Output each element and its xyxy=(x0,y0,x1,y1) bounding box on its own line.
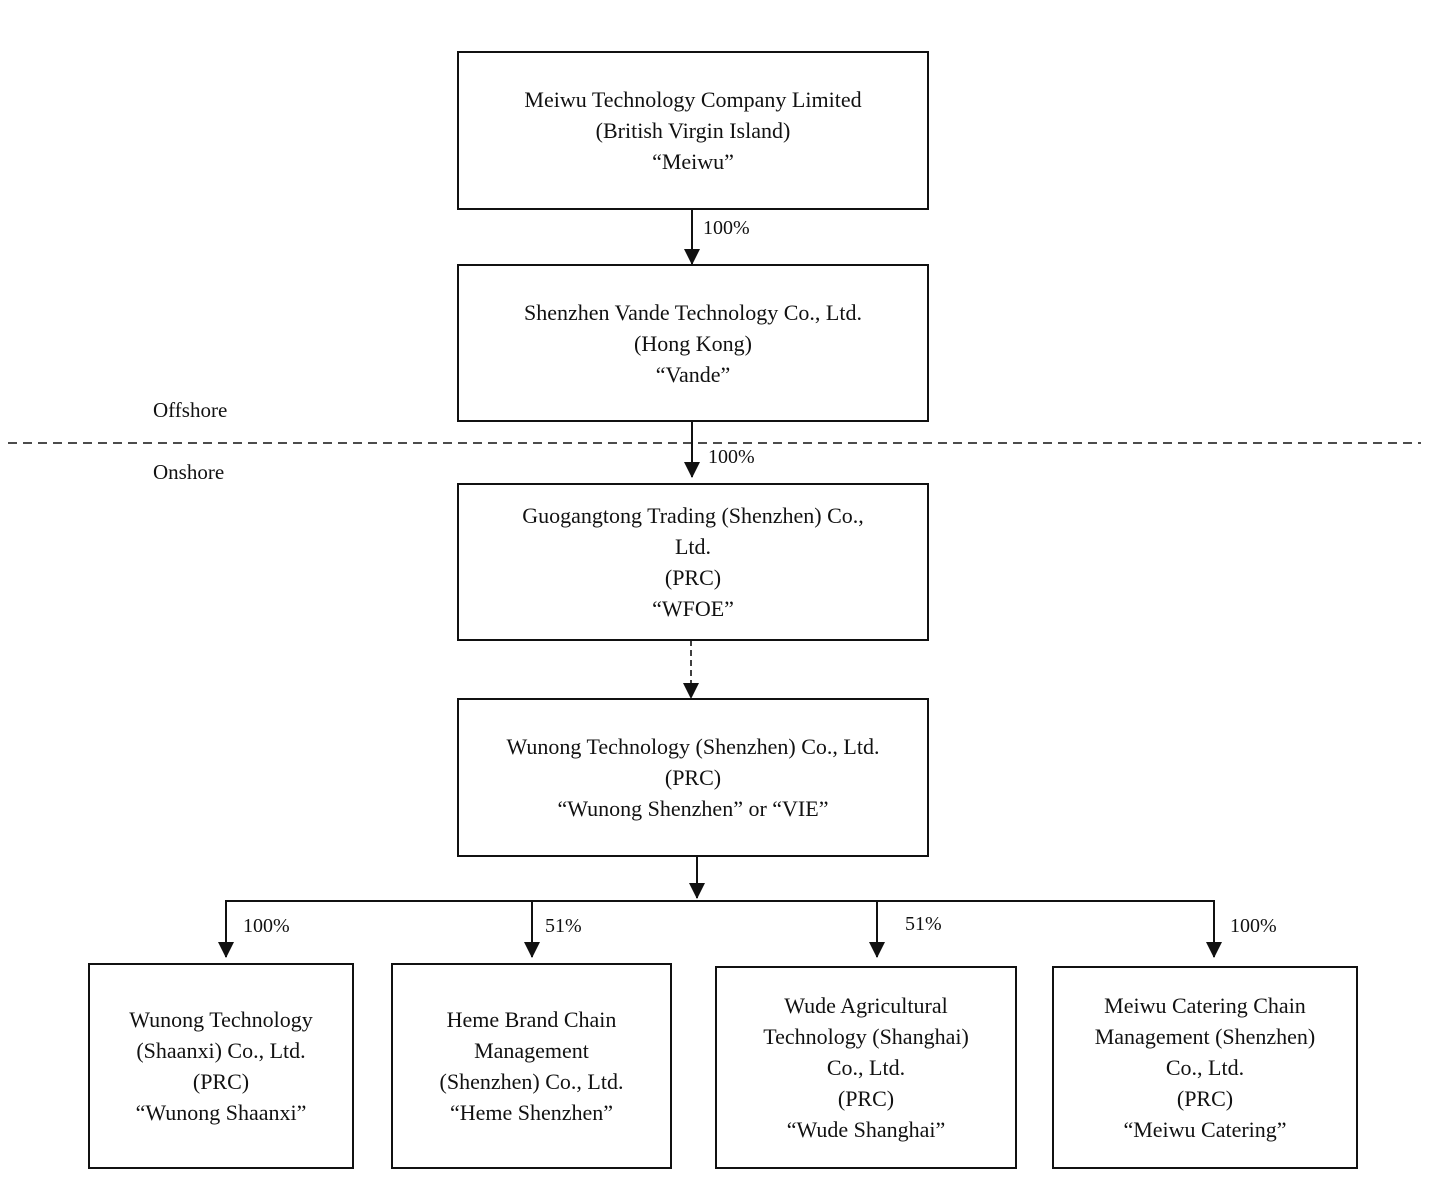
entity-name: Shenzhen Vande Technology Co., Ltd. xyxy=(524,299,862,325)
ownership-vie-shaanxi: 100% xyxy=(243,915,290,937)
entity-wunong-shaanxi: Wunong Technology (Shaanxi) Co., Ltd. (P… xyxy=(88,963,354,1169)
entity-name: Wunong Technology xyxy=(129,1007,313,1032)
entity-jurisdiction: (British Virgin Island) xyxy=(595,118,791,143)
entity-short-name: “Heme Shenzhen” xyxy=(449,1100,614,1125)
ownership-vie-heme: 51% xyxy=(545,915,582,937)
entity-name-cont: (Shaanxi) Co., Ltd. xyxy=(136,1038,306,1063)
entity-jurisdiction: (PRC) xyxy=(192,1069,250,1094)
entity-short-name: “Meiwu Catering” xyxy=(1123,1117,1287,1142)
offshore-label: Offshore xyxy=(153,398,228,422)
onshore-label: Onshore xyxy=(153,460,225,484)
entity-heme-shenzhen: Heme Brand Chain Management (Shenzhen) C… xyxy=(391,963,672,1169)
ownership-vande-wfoe: 100% xyxy=(708,446,755,468)
entity-jurisdiction: (PRC) xyxy=(1176,1086,1234,1111)
entity-short-name: “Wude Shanghai” xyxy=(786,1117,946,1142)
entity-name: Guogangtong Trading (Shenzhen) Co., xyxy=(522,503,864,528)
entity-name-cont: Co., Ltd. xyxy=(826,1055,906,1080)
entity-name-cont: Management (Shenzhen) xyxy=(1094,1024,1316,1049)
entity-name-cont: Ltd. xyxy=(674,534,712,559)
entity-name-cont: Technology (Shanghai) xyxy=(763,1024,969,1049)
entity-name-cont: Management xyxy=(474,1038,589,1063)
entity-meiwu: Meiwu Technology Company Limited (Britis… xyxy=(457,51,929,210)
entity-meiwu-catering: Meiwu Catering Chain Management (Shenzhe… xyxy=(1052,966,1358,1169)
entity-jurisdiction: (Hong Kong) xyxy=(634,330,752,356)
ownership-vie-wude: 51% xyxy=(905,913,942,935)
entity-wfoe: Guogangtong Trading (Shenzhen) Co., Ltd.… xyxy=(457,483,929,641)
entity-name: Wunong Technology (Shenzhen) Co., Ltd. xyxy=(506,734,880,759)
entity-name: Meiwu Catering Chain xyxy=(1104,993,1306,1018)
entity-vie: Wunong Technology (Shenzhen) Co., Ltd. (… xyxy=(457,698,929,857)
entity-name-cont: (Shenzhen) Co., Ltd. xyxy=(439,1069,624,1094)
ownership-vie-catering: 100% xyxy=(1230,915,1277,937)
entity-name: Wude Agricultural xyxy=(784,993,948,1018)
entity-short-name: “Vande” xyxy=(655,361,731,387)
entity-jurisdiction: (PRC) xyxy=(837,1086,895,1111)
entity-short-name: “Meiwu” xyxy=(652,149,734,174)
entity-short-name: “Wunong Shaanxi” xyxy=(135,1100,307,1125)
entity-jurisdiction: (PRC) xyxy=(664,765,722,790)
entity-short-name: “WFOE” xyxy=(652,596,734,621)
entity-name: Meiwu Technology Company Limited xyxy=(524,87,862,112)
entity-name-cont: Co., Ltd. xyxy=(1165,1055,1245,1080)
entity-jurisdiction: (PRC) xyxy=(664,565,722,590)
entity-short-name: “Wunong Shenzhen” or “VIE” xyxy=(557,796,829,821)
entity-wude-shanghai: Wude Agricultural Technology (Shanghai) … xyxy=(715,966,1017,1169)
entity-vande: Shenzhen Vande Technology Co., Ltd. (Hon… xyxy=(457,264,929,422)
entity-name: Heme Brand Chain xyxy=(446,1007,617,1032)
ownership-meiwu-vande: 100% xyxy=(703,217,750,239)
